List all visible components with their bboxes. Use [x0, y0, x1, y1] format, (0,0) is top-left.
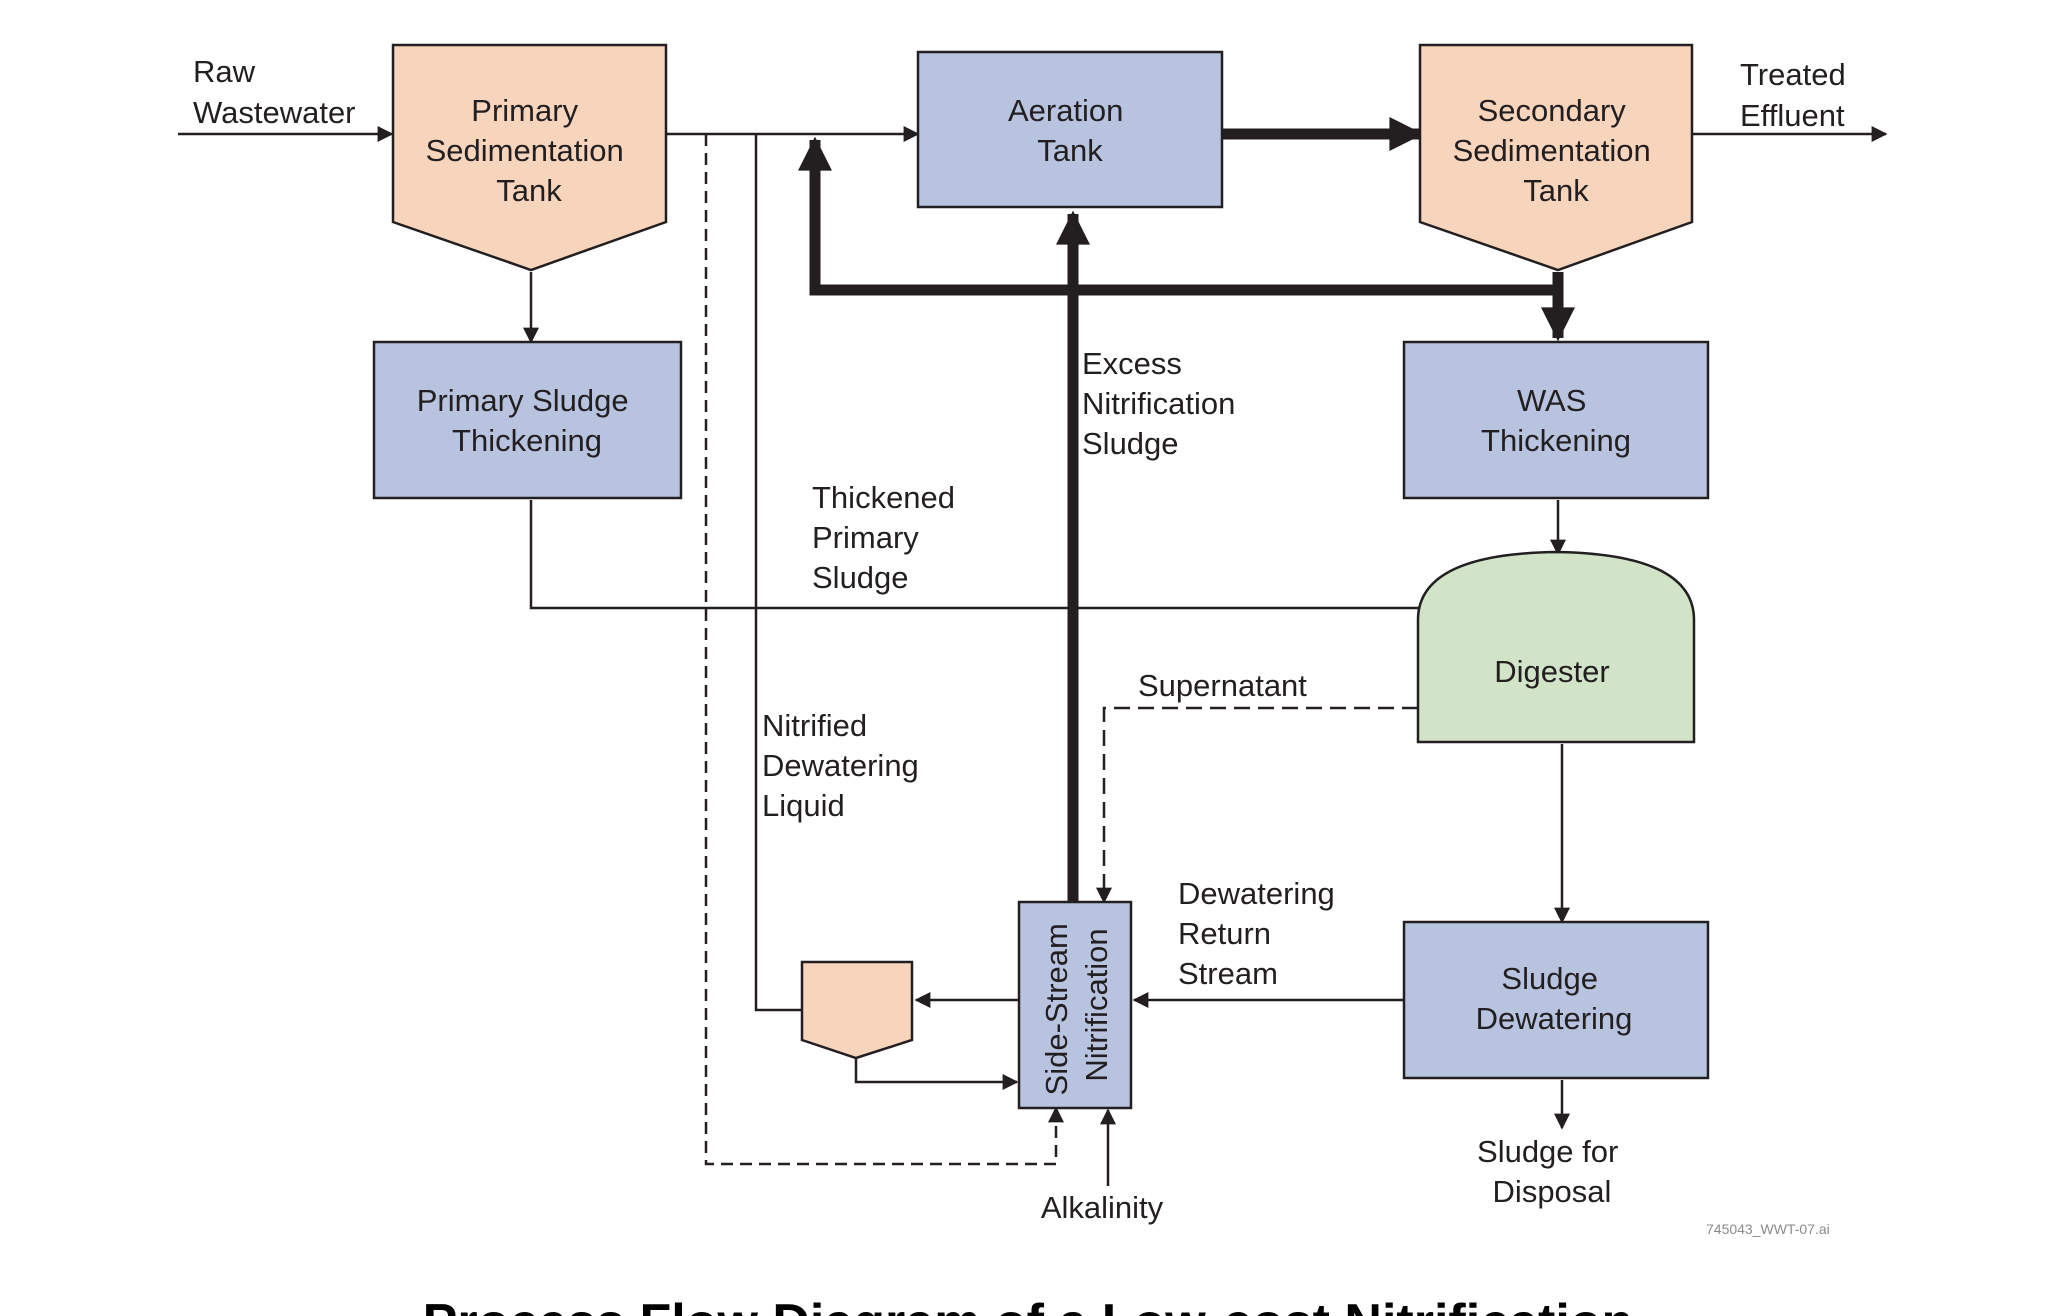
- thickened-primary-sludge-line-3: Sludge: [812, 560, 909, 595]
- alkalinity-label: Alkalinity: [1041, 1190, 1164, 1225]
- was-thickening: [1402, 340, 1710, 500]
- nitrified-dewatering-liquid-line-2: Dewatering: [762, 748, 919, 783]
- secondary-sedimentation-tank: [1418, 43, 1694, 272]
- nitrified-dewatering-liquid-label: Nitrified Dewatering Liquid: [762, 708, 927, 823]
- primary-sedimentation-label: Primary Sedimentation Tank: [426, 93, 633, 208]
- sludge-for-disposal-line-1: Sludge for: [1477, 1134, 1618, 1169]
- digester-label: Digester: [1494, 654, 1609, 689]
- primary-sludge-thickening-line-2: Thickening: [452, 423, 602, 458]
- primary-sedimentation-line-2: Sedimentation: [426, 133, 624, 168]
- thickened-primary-sludge-label: Thickened Primary Sludge: [812, 480, 964, 595]
- secondary-sedimentation-line-2: Sedimentation: [1453, 133, 1651, 168]
- flow-lines: [178, 117, 1888, 1186]
- dewatering-return-stream-line-2: Return: [1178, 916, 1271, 951]
- sludge-dewatering-line-1: Sludge: [1501, 961, 1598, 996]
- was-thickening-label: WAS Thickening: [1481, 383, 1631, 458]
- primary-effluent-bypass-line: [704, 134, 1064, 1166]
- primary-sludge-thickening-label: Primary Sludge Thickening: [417, 383, 638, 458]
- raw-wastewater-line-1: Raw: [193, 54, 256, 89]
- return-sludge-line: [798, 136, 1564, 296]
- dewatering-return-stream-line-3: Stream: [1178, 956, 1278, 991]
- sludge-dewatering-line-2: Dewatering: [1476, 1001, 1633, 1036]
- nitrified-dewatering-liquid-line-1: Nitrified: [762, 708, 867, 743]
- diagram-title: Process Flow Diagram of a Low-cost Nitri…: [423, 1294, 1634, 1316]
- raw-wastewater-line-2: Wastewater: [193, 95, 356, 130]
- primary-sedimentation-tank: [391, 43, 668, 272]
- primary-sedimentation-line-3: Tank: [496, 173, 562, 208]
- supernatant-label: Supernatant: [1138, 668, 1307, 703]
- digester: [1416, 550, 1696, 744]
- dewatering-return-stream-line-1: Dewatering: [1178, 876, 1335, 911]
- was-thickening-line-2: Thickening: [1481, 423, 1631, 458]
- dewatering-return-stream-label: Dewatering Return Stream: [1178, 876, 1343, 991]
- side-stream-nitrification-label: Side-Stream Nitrification: [1039, 915, 1114, 1096]
- was-thickening-line-1: WAS: [1517, 383, 1586, 418]
- supernatant-line: [1096, 706, 1418, 904]
- primary-sludge-thickening: [372, 340, 683, 500]
- sludge-dewatering-label: Sludge Dewatering: [1476, 961, 1633, 1036]
- thickened-primary-sludge-line-1: Thickened: [812, 480, 955, 515]
- nitrification-settler: [800, 960, 914, 1060]
- sludge-for-disposal-line-2: Disposal: [1493, 1174, 1612, 1209]
- treated-effluent-line-1: Treated: [1740, 57, 1846, 92]
- treated-effluent-line-2: Effluent: [1740, 98, 1845, 133]
- nitrified-dewatering-liquid-line-3: Liquid: [762, 788, 845, 823]
- aeration-tank-line-1: Aeration: [1008, 93, 1123, 128]
- file-tag: 745043_WWT-07.ai: [1706, 1221, 1830, 1237]
- aeration-tank-line-2: Tank: [1037, 133, 1103, 168]
- excess-nitrification-sludge-line-2: Nitrification: [1082, 386, 1235, 421]
- excess-nitrification-sludge-label: Excess Nitrification Sludge: [1082, 346, 1244, 461]
- secondary-sedimentation-label: Secondary Sedimentation Tank: [1453, 93, 1660, 208]
- process-units: [372, 43, 1710, 1110]
- side-stream-nitrification-line-1: Side-Stream: [1039, 923, 1074, 1095]
- aeration-tank: [916, 50, 1224, 209]
- sludge-for-disposal-label: Sludge for Disposal: [1477, 1134, 1627, 1209]
- sludge-dewatering: [1402, 920, 1710, 1080]
- settler-return-arrow: [854, 1058, 1019, 1090]
- aeration-tank-label: Aeration Tank: [1008, 93, 1132, 168]
- side-stream-nitrification-line-2: Nitrification: [1079, 928, 1114, 1081]
- excess-nitrification-sludge-line-1: Excess: [1082, 346, 1182, 381]
- raw-wastewater-label: Raw Wastewater: [193, 54, 356, 130]
- thickened-primary-sludge-arrow: [529, 500, 1438, 616]
- secondary-sedimentation-line-3: Tank: [1523, 173, 1589, 208]
- excess-nitrification-sludge-line-3: Sludge: [1082, 426, 1179, 461]
- primary-sedimentation-line-1: Primary: [471, 93, 578, 128]
- labels: Raw Wastewater Treated Effluent Primary …: [193, 54, 1854, 1316]
- nitrified-dewatering-liquid-line: [754, 134, 802, 1012]
- secondary-sedimentation-line-1: Secondary: [1478, 93, 1627, 128]
- side-stream-nitrification: [1017, 900, 1133, 1110]
- thickened-primary-sludge-line-2: Primary: [812, 520, 919, 555]
- primary-sludge-thickening-line-1: Primary Sludge: [417, 383, 629, 418]
- treated-effluent-label: Treated Effluent: [1740, 57, 1854, 133]
